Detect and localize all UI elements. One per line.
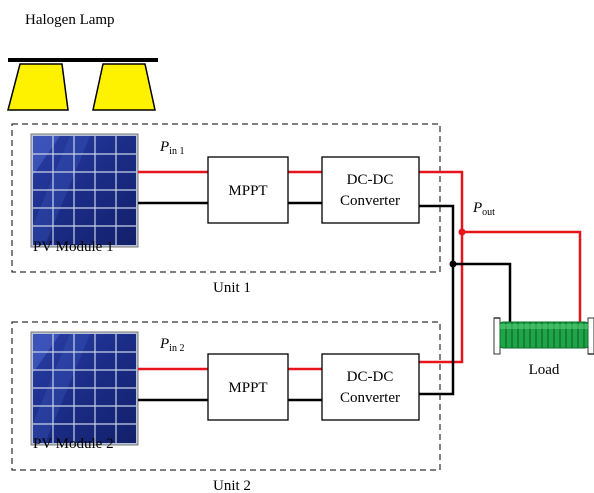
load-label: Load bbox=[529, 362, 560, 378]
load-resistor bbox=[493, 317, 594, 355]
lamp-shade-left bbox=[7, 63, 69, 111]
lamp-shade-right bbox=[92, 63, 156, 111]
pv-module-2 bbox=[30, 331, 139, 446]
pv-module-2-label: PV Module 2 bbox=[33, 436, 114, 452]
converter-box-2 bbox=[321, 353, 420, 421]
pout-label: Pout bbox=[472, 200, 495, 218]
pin1-label: Pin 1 bbox=[159, 139, 184, 157]
converter-2-line2: Converter bbox=[340, 390, 400, 406]
mppt-label-2: MPPT bbox=[228, 380, 267, 396]
lamp-label: Halogen Lamp bbox=[25, 12, 115, 28]
pv-module-1-label: PV Module 1 bbox=[33, 239, 114, 255]
converter-box-1 bbox=[321, 156, 420, 224]
unit1-wires bbox=[138, 170, 582, 396]
pin2-label: Pin 2 bbox=[159, 336, 184, 354]
mppt-box-2 bbox=[207, 353, 289, 421]
junction-positive bbox=[458, 228, 466, 236]
unit2-boundary bbox=[11, 321, 441, 471]
unit2-label: Unit 2 bbox=[213, 478, 251, 493]
mppt-label-1: MPPT bbox=[228, 183, 267, 199]
unit2-wires bbox=[138, 367, 322, 402]
junction-negative bbox=[449, 260, 457, 268]
unit1-label: Unit 1 bbox=[213, 280, 251, 296]
pv-module-1 bbox=[30, 133, 139, 248]
converter-2-line1: DC-DC bbox=[347, 369, 394, 385]
converter-1-line1: DC-DC bbox=[347, 172, 394, 188]
unit1-boundary bbox=[11, 123, 441, 273]
converter-1-line2: Converter bbox=[340, 193, 400, 209]
mppt-box-1 bbox=[207, 156, 289, 224]
